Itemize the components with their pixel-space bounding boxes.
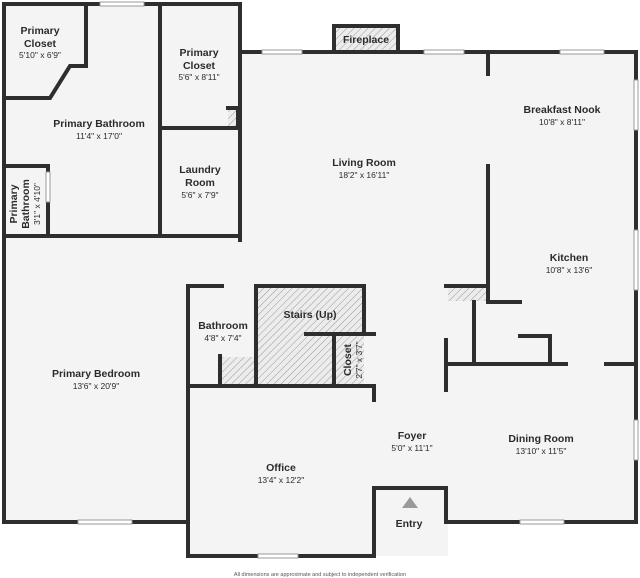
bathroom-name: Bathroom <box>198 320 248 332</box>
office-name: Office <box>266 462 296 474</box>
primary-bathroom-dims: 11'4" x 17'0" <box>76 131 122 141</box>
foyer-name: Foyer <box>398 430 427 442</box>
stairs-name: Stairs (Up) <box>283 309 336 321</box>
room-labels: Primary Closet 5'10" x 6'9" Primary Clos… <box>8 25 601 578</box>
closet-dims: 2'7" x 3'7" <box>354 341 364 378</box>
fireplace-name: Fireplace <box>343 34 389 46</box>
primary-closet-a-dims: 5'10" x 6'9" <box>19 50 61 60</box>
primary-closet-a-name-1: Primary <box>20 25 59 37</box>
primary-bedroom-dims: 13'6" x 20'9" <box>73 381 120 391</box>
primary-bedroom-name: Primary Bedroom <box>52 368 140 380</box>
breakfast-nook-name: Breakfast Nook <box>523 104 600 116</box>
footnote: All dimensions are approximate and subje… <box>234 572 406 578</box>
entry-name: Entry <box>396 518 423 530</box>
dining-room-name: Dining Room <box>508 433 573 445</box>
office-dims: 13'4" x 12'2" <box>258 475 305 485</box>
foyer-dims: 5'0" x 11'1" <box>391 443 432 453</box>
kitchen-name: Kitchen <box>550 252 589 264</box>
kitchen-dims: 10'8" x 13'6" <box>546 265 593 275</box>
walls <box>2 2 638 558</box>
dining-room-dims: 13'10" x 11'5" <box>516 446 567 456</box>
primary-bathroom-small-name-1: Primary <box>8 184 20 223</box>
living-room-name: Living Room <box>332 157 396 169</box>
bathroom-fixture-hatch <box>222 357 256 385</box>
primary-closet-a-name-2: Closet <box>24 38 57 50</box>
laundry-dims: 5'6" x 7'9" <box>181 190 218 200</box>
floor-areas <box>4 4 636 556</box>
primary-bathroom-name: Primary Bathroom <box>53 118 145 130</box>
fireplace-hatch <box>336 27 396 50</box>
windows <box>45 1 639 559</box>
primary-bathroom-small-dims: 3'1" x 4'10" <box>32 183 42 225</box>
primary-bathroom-small-name-2: Bathroom <box>20 179 32 229</box>
bathroom-dims: 4'8" x 7'4" <box>204 333 241 343</box>
primary-closet-b-dims: 5'6" x 8'11" <box>178 72 219 82</box>
laundry-name-1: Laundry <box>179 164 221 176</box>
breakfast-nook-dims: 10'8" x 8'11" <box>539 117 585 127</box>
closet-name: Closet <box>342 343 354 376</box>
laundry-name-2: Room <box>185 177 215 189</box>
primary-closet-b-name-1: Primary <box>179 47 218 59</box>
closet-fixture-hatch <box>228 110 238 126</box>
entry-arrow-icon <box>402 497 418 508</box>
living-room-dims: 18'2" x 16'11" <box>339 170 390 180</box>
kitchen-counter-hatch <box>448 287 486 301</box>
primary-closet-b-name-2: Closet <box>183 60 216 72</box>
